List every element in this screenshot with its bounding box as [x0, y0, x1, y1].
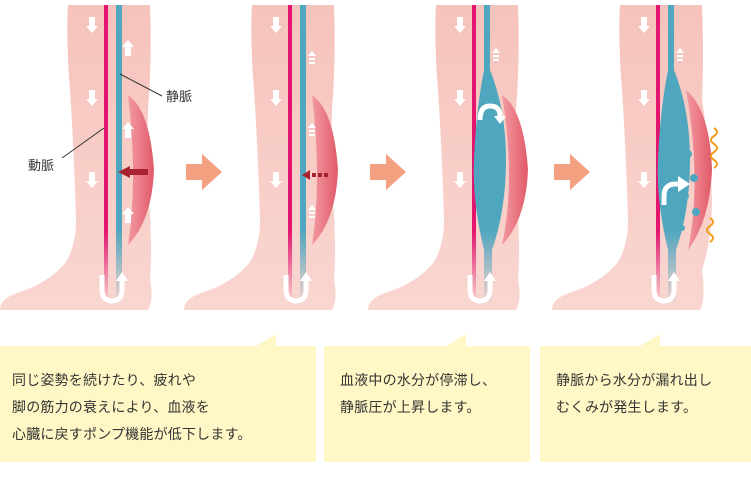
caption-line: 血液中の水分が停滞し、 — [340, 373, 497, 389]
vein-vessel — [116, 5, 122, 305]
swelling-mark-bottom — [706, 217, 714, 243]
caption-line: 心臓に戻すポンプ機能が低下します。 — [12, 427, 252, 443]
caption-line: 静脈から水分が漏れ出し — [556, 373, 713, 389]
caption-line: 静脈圧が上昇します。 — [340, 400, 481, 416]
weak-pump-arrow — [302, 170, 328, 180]
step-arrow-3 — [554, 154, 590, 190]
caption-step-3: 静脈から水分が漏れ出し むくみが発生します。 — [540, 346, 751, 462]
caption-line: 脚の筋力の衰えにより、血液を — [12, 400, 210, 416]
water-droplets — [677, 133, 700, 231]
caption-line: 同じ姿勢を続けたり、疲れや — [12, 373, 197, 389]
step-arrow-2 — [370, 154, 406, 190]
leg-panel-2 — [184, 5, 338, 310]
reflux-arrow — [477, 103, 503, 121]
leg-panel-4 — [552, 5, 718, 310]
vein-label: 静脈 — [166, 90, 193, 105]
leak-arrow — [661, 181, 680, 205]
caption-backgrounds — [0, 334, 751, 462]
stagnant-vein — [473, 5, 506, 305]
leg-panel-1 — [0, 5, 163, 310]
caption-line: むくみが発生します。 — [556, 400, 698, 416]
caption-step-1: 同じ姿勢を続けたり、疲れや 脚の筋力の衰えにより、血液を 心臓に戻すポンプ機能が… — [0, 346, 316, 462]
swelling-mark-top — [710, 127, 718, 169]
artery-vessel — [104, 5, 108, 305]
step-arrow-1 — [186, 154, 222, 190]
caption-step-2: 血液中の水分が停滞し、 静脈圧が上昇します。 — [324, 346, 530, 462]
leg-panel-3 — [368, 5, 528, 310]
artery-label: 動脈 — [28, 159, 55, 174]
pump-arrow — [118, 166, 148, 178]
